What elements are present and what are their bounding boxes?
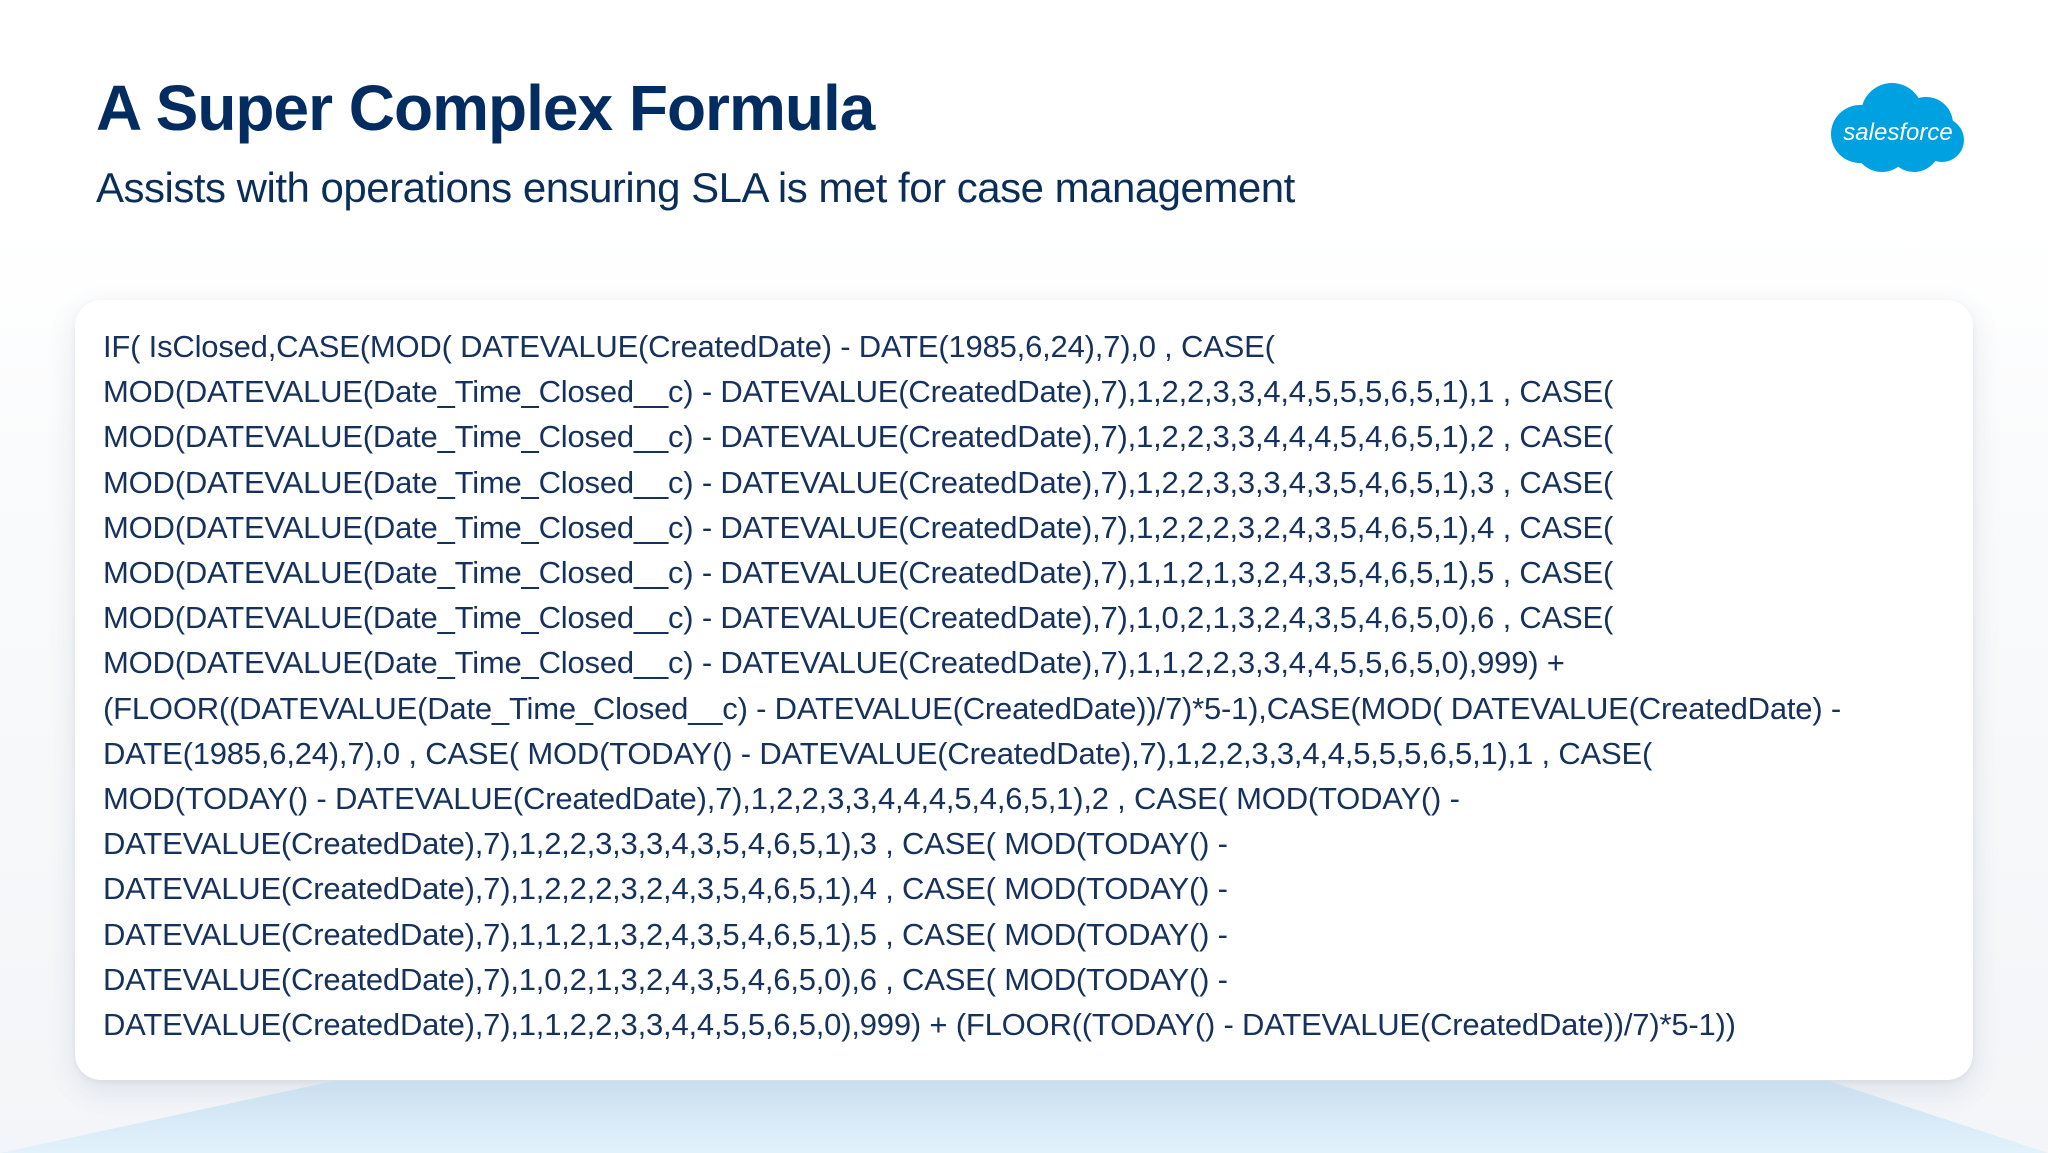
formula-line: (FLOOR((DATEVALUE(Date_Time_Closed__c) -… xyxy=(103,690,1842,726)
formula-card: IF( IsClosed,CASE(MOD( DATEVALUE(Created… xyxy=(75,300,1973,1080)
formula-line: DATEVALUE(CreatedDate),7),1,0,2,1,3,2,4,… xyxy=(103,961,1228,997)
formula-line: MOD(DATEVALUE(Date_Time_Closed__c) - DAT… xyxy=(103,419,1614,455)
formula-line: IF( IsClosed,CASE(MOD( DATEVALUE(Created… xyxy=(103,329,1275,364)
formula-line: DATEVALUE(CreatedDate),7),1,2,2,3,3,3,4,… xyxy=(103,826,1228,862)
formula-line: MOD(DATEVALUE(Date_Time_Closed__c) - DAT… xyxy=(103,645,1565,681)
formula-line: MOD(TODAY() - DATEVALUE(CreatedDate),7),… xyxy=(103,781,1460,817)
footer-wave-decoration xyxy=(0,1081,2048,1153)
formula-line: DATEVALUE(CreatedDate),7),1,2,2,2,3,2,4,… xyxy=(103,871,1228,907)
page-title: A Super Complex Formula xyxy=(96,72,875,144)
formula-line: DATEVALUE(CreatedDate),7),1,1,2,1,3,2,4,… xyxy=(103,916,1228,952)
slide-header: A Super Complex Formula Assists with ope… xyxy=(96,72,1952,212)
formula-line: MOD(DATEVALUE(Date_Time_Closed__c) - DAT… xyxy=(103,600,1614,636)
formula-line: DATE(1985,6,24),7),0 , CASE( MOD(TODAY()… xyxy=(103,735,1653,771)
formula-line: MOD(DATEVALUE(Date_Time_Closed__c) - DAT… xyxy=(103,464,1614,500)
formula-line: MOD(DATEVALUE(Date_Time_Closed__c) - DAT… xyxy=(103,555,1614,591)
formula-line: MOD(DATEVALUE(Date_Time_Closed__c) - DAT… xyxy=(103,374,1614,410)
formula-line: DATEVALUE(CreatedDate),7),1,1,2,2,3,3,4,… xyxy=(103,1007,1736,1043)
page-subtitle: Assists with operations ensuring SLA is … xyxy=(96,163,1295,211)
salesforce-logo-icon: salesforce xyxy=(1831,83,1964,172)
formula-line: MOD(DATEVALUE(Date_Time_Closed__c) - DAT… xyxy=(103,509,1614,545)
formula-code: IF( IsClosed,CASE(MOD( DATEVALUE(Created… xyxy=(103,324,1945,1047)
salesforce-logo-text: salesforce xyxy=(1843,119,1952,146)
